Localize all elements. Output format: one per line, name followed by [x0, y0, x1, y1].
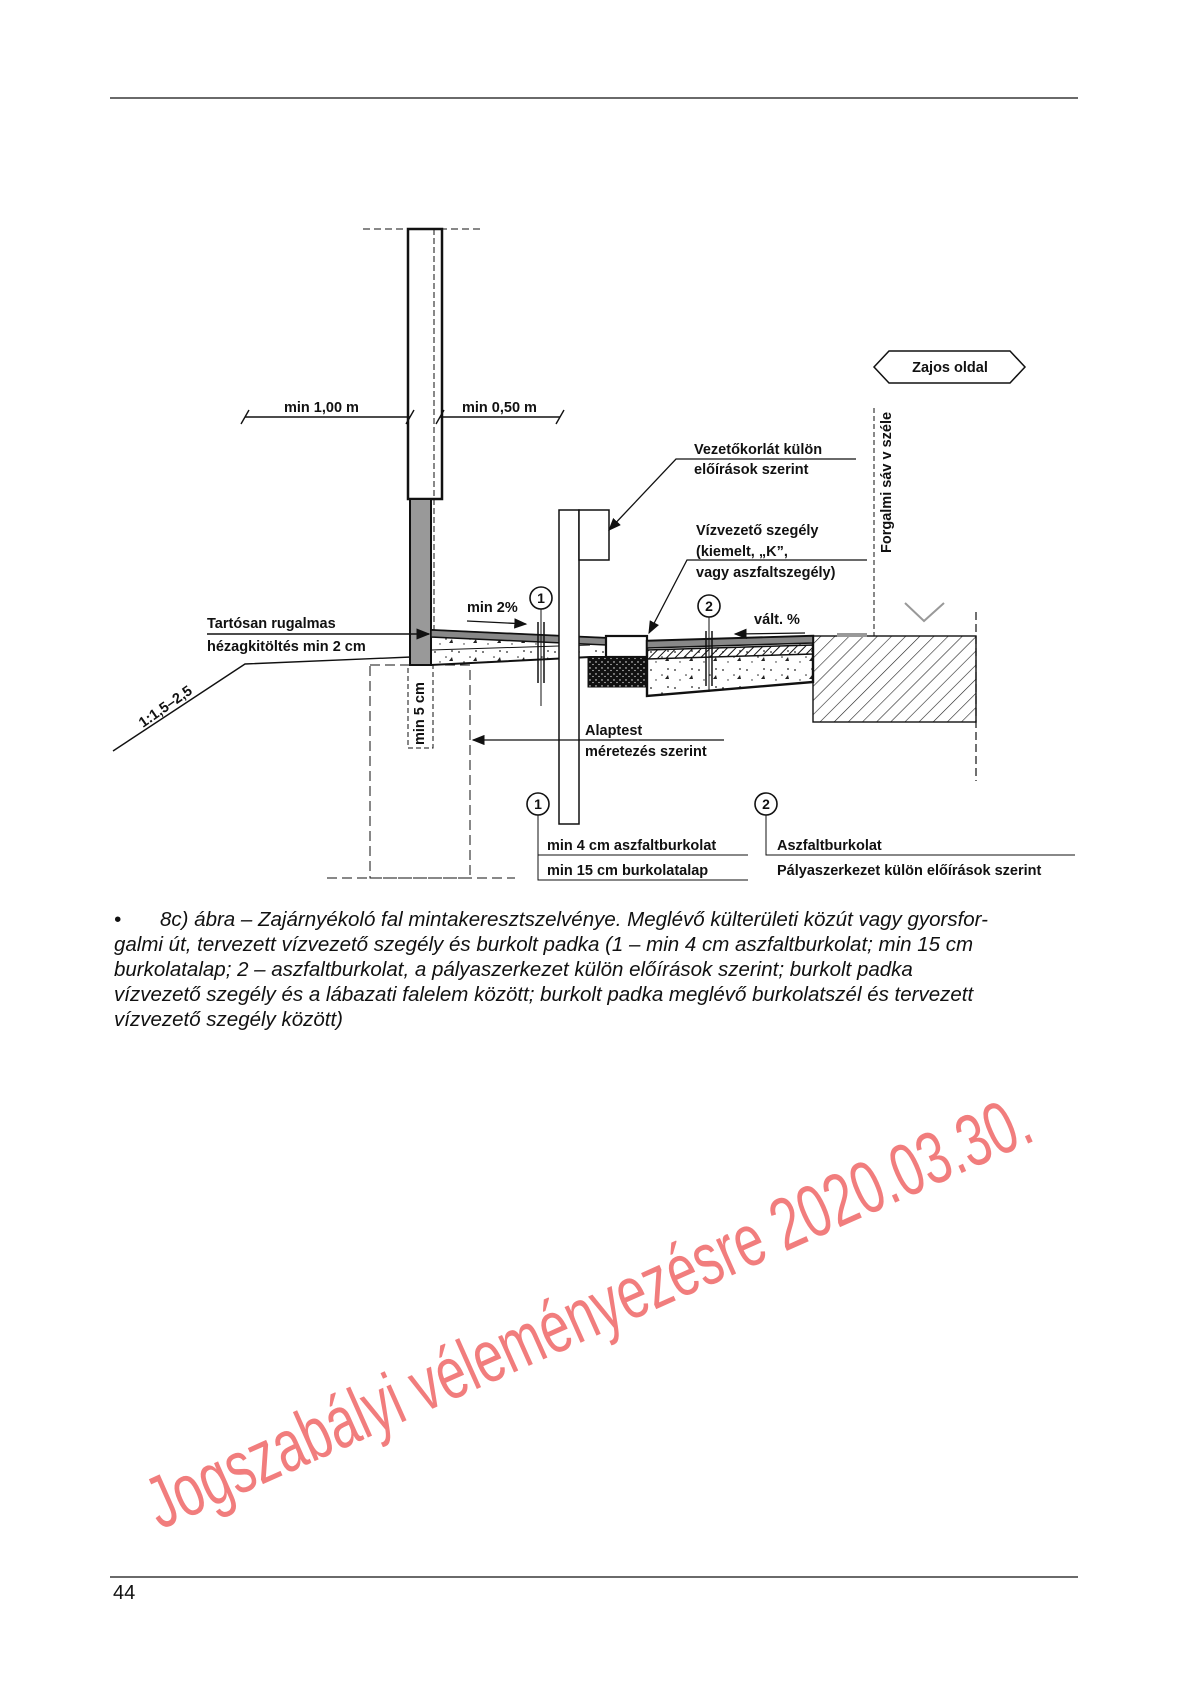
- marker-1-label: 1: [537, 590, 545, 606]
- min-5cm-label: min 5 cm: [412, 682, 428, 745]
- caption-line-4: vízvezető szegély és a lábazati falelem …: [114, 983, 974, 1006]
- noise-wall: [327, 227, 515, 879]
- guardrail: [558, 509, 610, 825]
- foundation-label-2: méretezés szerint: [585, 744, 707, 760]
- embankment-ratio: 1:1,5–2,5: [136, 683, 195, 731]
- curb-label-3: vagy aszfaltszegély): [696, 565, 836, 581]
- guardrail-label-1: Vezetőkorlát külön: [694, 442, 822, 458]
- foundation-label-1: Alaptest: [585, 723, 642, 739]
- caption-line-3: burkolatalap; 2 – aszfaltburkolat, a pál…: [114, 958, 913, 981]
- noise-side-tag: [872, 350, 1027, 384]
- caption-line-2: galmi út, tervezett vízvezető szegély és…: [114, 933, 974, 956]
- noise-side-label: Zajos oldal: [912, 360, 988, 376]
- page-number: 44: [113, 1582, 136, 1604]
- legend-2-marker: 2: [762, 796, 770, 812]
- legend-1: 1 min 4 cm aszfaltburkolat min 15 cm bur…: [526, 792, 748, 881]
- legend-2-line-a: Aszfaltburkolat: [777, 838, 882, 854]
- caption-line-5: vízvezető szegély között): [114, 1008, 344, 1031]
- dim-left-label: min 1,00 m: [284, 400, 359, 416]
- legend-1-line-b: min 15 cm burkolatalap: [547, 863, 708, 879]
- guardrail-label-2: előírások szerint: [694, 462, 809, 478]
- chevron-down-icon: [904, 602, 945, 623]
- curb-label-1: Vízvezető szegély: [696, 523, 819, 539]
- marker-2-top: 2: [697, 594, 721, 692]
- curb: [587, 634, 649, 688]
- dimension-lines: [240, 409, 565, 425]
- legend-1-marker: 1: [534, 796, 542, 812]
- legend-2: 2 Aszfaltburkolat Pályaszerkezet külön e…: [754, 792, 1075, 879]
- curb-label-2: (kiemelt, „K”,: [696, 544, 788, 560]
- joint-label-2: hézagkitöltés min 2 cm: [207, 639, 366, 655]
- dim-right-label: min 0,50 m: [462, 400, 537, 416]
- legend-2-line-b: Pályaszerkezet külön előírások szerint: [777, 863, 1042, 879]
- marker-2-label: 2: [705, 598, 713, 614]
- road-pavement: [645, 634, 815, 698]
- embankment-line: [112, 656, 412, 752]
- legend-1-line-a: min 4 cm aszfaltburkolat: [547, 838, 716, 854]
- marker-1-top: 1: [529, 586, 553, 706]
- slope-min-label: min 2%: [467, 600, 518, 616]
- caption-bullet: •: [114, 908, 122, 931]
- caption-line-1: 8c) ábra – Zajárnyékoló fal mintakereszt…: [160, 908, 988, 931]
- slope-var-label: vált. %: [754, 612, 800, 628]
- existing-road: [812, 635, 977, 723]
- joint-label-1: Tartósan rugalmas: [207, 616, 336, 632]
- lane-edge-label: Forgalmi sáv v széle: [879, 412, 895, 553]
